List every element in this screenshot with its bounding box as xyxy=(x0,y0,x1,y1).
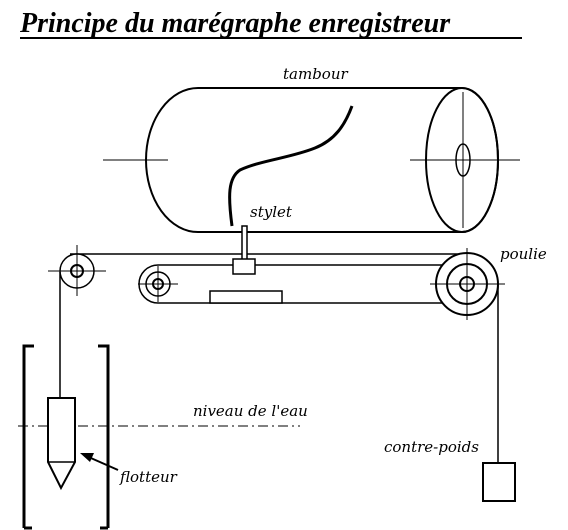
drum xyxy=(103,87,520,233)
belt-bar xyxy=(209,290,283,304)
label-flotteur: flotteur xyxy=(119,468,178,486)
label-contrepoids: contre-poids xyxy=(384,438,479,456)
counterweight xyxy=(482,462,516,502)
pulley-right xyxy=(430,248,505,320)
float-arrow xyxy=(80,453,119,471)
label-stylet: stylet xyxy=(250,203,293,221)
label-tambour: tambour xyxy=(283,65,348,83)
small-pulley-left xyxy=(48,245,106,296)
stilling-well xyxy=(22,344,110,530)
label-niveau: niveau de l'eau xyxy=(193,402,308,420)
diagram-title: Principe du marégraphe enregistreur xyxy=(19,8,451,39)
stylus xyxy=(232,225,256,275)
label-poulie: poulie xyxy=(500,245,547,263)
pulley-middle xyxy=(138,266,178,302)
float xyxy=(47,397,76,491)
